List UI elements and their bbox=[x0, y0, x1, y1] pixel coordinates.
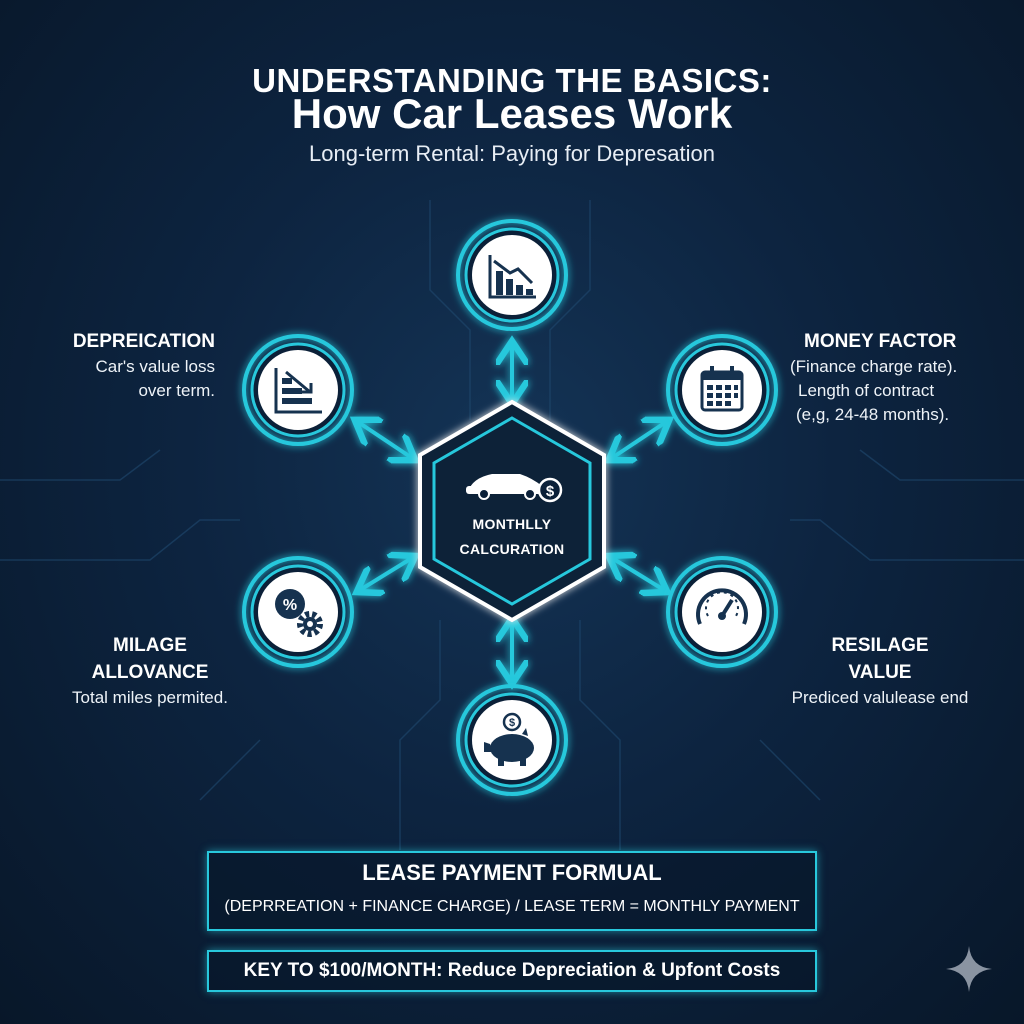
money-factor-desc-2: Length of contract bbox=[798, 381, 935, 400]
page-title: How Car Leases Work bbox=[291, 90, 733, 137]
key-tip-text: KEY TO $100/MONTH: Reduce Depreciation &… bbox=[243, 960, 781, 981]
center-label-line-2: CALCURATION bbox=[459, 541, 565, 557]
center-label-line-1: MONTHLLY bbox=[472, 516, 552, 532]
key-tip-box: KEY TO $100/MONTH: Reduce Depreciation &… bbox=[207, 950, 817, 992]
node-mileage[interactable]: % bbox=[242, 556, 354, 668]
depreciation-desc-2: over term. bbox=[138, 381, 215, 400]
formula-equation: (DEPRREATION + FINANCE CHARGE) / LEASE T… bbox=[224, 898, 800, 915]
node-outer-ring bbox=[666, 334, 778, 446]
center-label: MONTHLLY CALCURATION bbox=[432, 512, 592, 562]
node-residual[interactable] bbox=[666, 556, 778, 668]
depreciation-desc-1: Car's value loss bbox=[95, 357, 215, 376]
svg-text:$: $ bbox=[509, 717, 515, 729]
svg-text:%: % bbox=[283, 597, 297, 614]
sparkle-icon bbox=[946, 946, 992, 992]
car-dollar-icon: $ bbox=[466, 474, 563, 503]
money-factor-desc-1: (Finance charge rate). bbox=[790, 357, 958, 376]
formula-box: LEASE PAYMENT FORMUAL (DEPRREATION + FIN… bbox=[207, 851, 817, 931]
residual-title-2: VALUE bbox=[848, 662, 912, 683]
residual-title-1: RESILAGE bbox=[831, 635, 929, 656]
node-money-factor[interactable] bbox=[666, 334, 778, 446]
node-face bbox=[472, 235, 552, 315]
residual-text: RESILAGE VALUE Prediced valulease end bbox=[770, 632, 990, 710]
mileage-title-2: ALLOVANCE bbox=[91, 662, 209, 683]
calendar-icon bbox=[700, 366, 744, 412]
arrows bbox=[358, 345, 666, 680]
node-outer-ring bbox=[456, 219, 568, 331]
depreciation-text: DEPREICATION Car's value loss over term. bbox=[40, 328, 215, 403]
title-line-1: UNDERSTANDING THE BASICS: bbox=[252, 62, 772, 99]
node-outer-ring bbox=[666, 556, 778, 668]
node-top[interactable] bbox=[456, 219, 568, 331]
circuit-lines bbox=[0, 200, 1024, 850]
piggy-bank-icon: $ bbox=[484, 712, 534, 766]
svg-text:$: $ bbox=[546, 483, 555, 500]
subtitle: Long-term Rental: Paying for Depresation bbox=[309, 141, 715, 166]
mileage-desc: Total miles permited. bbox=[72, 688, 228, 707]
node-depreciation[interactable] bbox=[242, 334, 354, 446]
node-outer-ring bbox=[242, 556, 354, 668]
percent-gear-icon: % bbox=[275, 589, 323, 637]
residual-desc: Prediced valulease end bbox=[791, 688, 969, 707]
node-bottom[interactable]: $ bbox=[456, 684, 568, 796]
depreciation-title: DEPREICATION bbox=[72, 331, 215, 352]
node-outer-ring bbox=[456, 684, 568, 796]
formula-title: LEASE PAYMENT FORMUAL bbox=[362, 860, 662, 885]
node-outer-ring bbox=[242, 334, 354, 446]
mileage-text: MILAGE ALLOVANCE Total miles permited. bbox=[40, 632, 260, 710]
money-factor-title: MONEY FACTOR bbox=[804, 331, 957, 352]
money-factor-text: MONEY FACTOR (Finance charge rate). Leng… bbox=[790, 328, 1010, 427]
declining-bar-chart-icon bbox=[274, 368, 322, 414]
center-hexagon[interactable] bbox=[418, 399, 606, 623]
money-factor-desc-3: (e,g, 24-48 months). bbox=[796, 405, 950, 424]
mileage-title-1: MILAGE bbox=[113, 635, 187, 656]
speedometer-icon bbox=[696, 588, 748, 625]
bar-chart-down-icon bbox=[488, 255, 536, 299]
